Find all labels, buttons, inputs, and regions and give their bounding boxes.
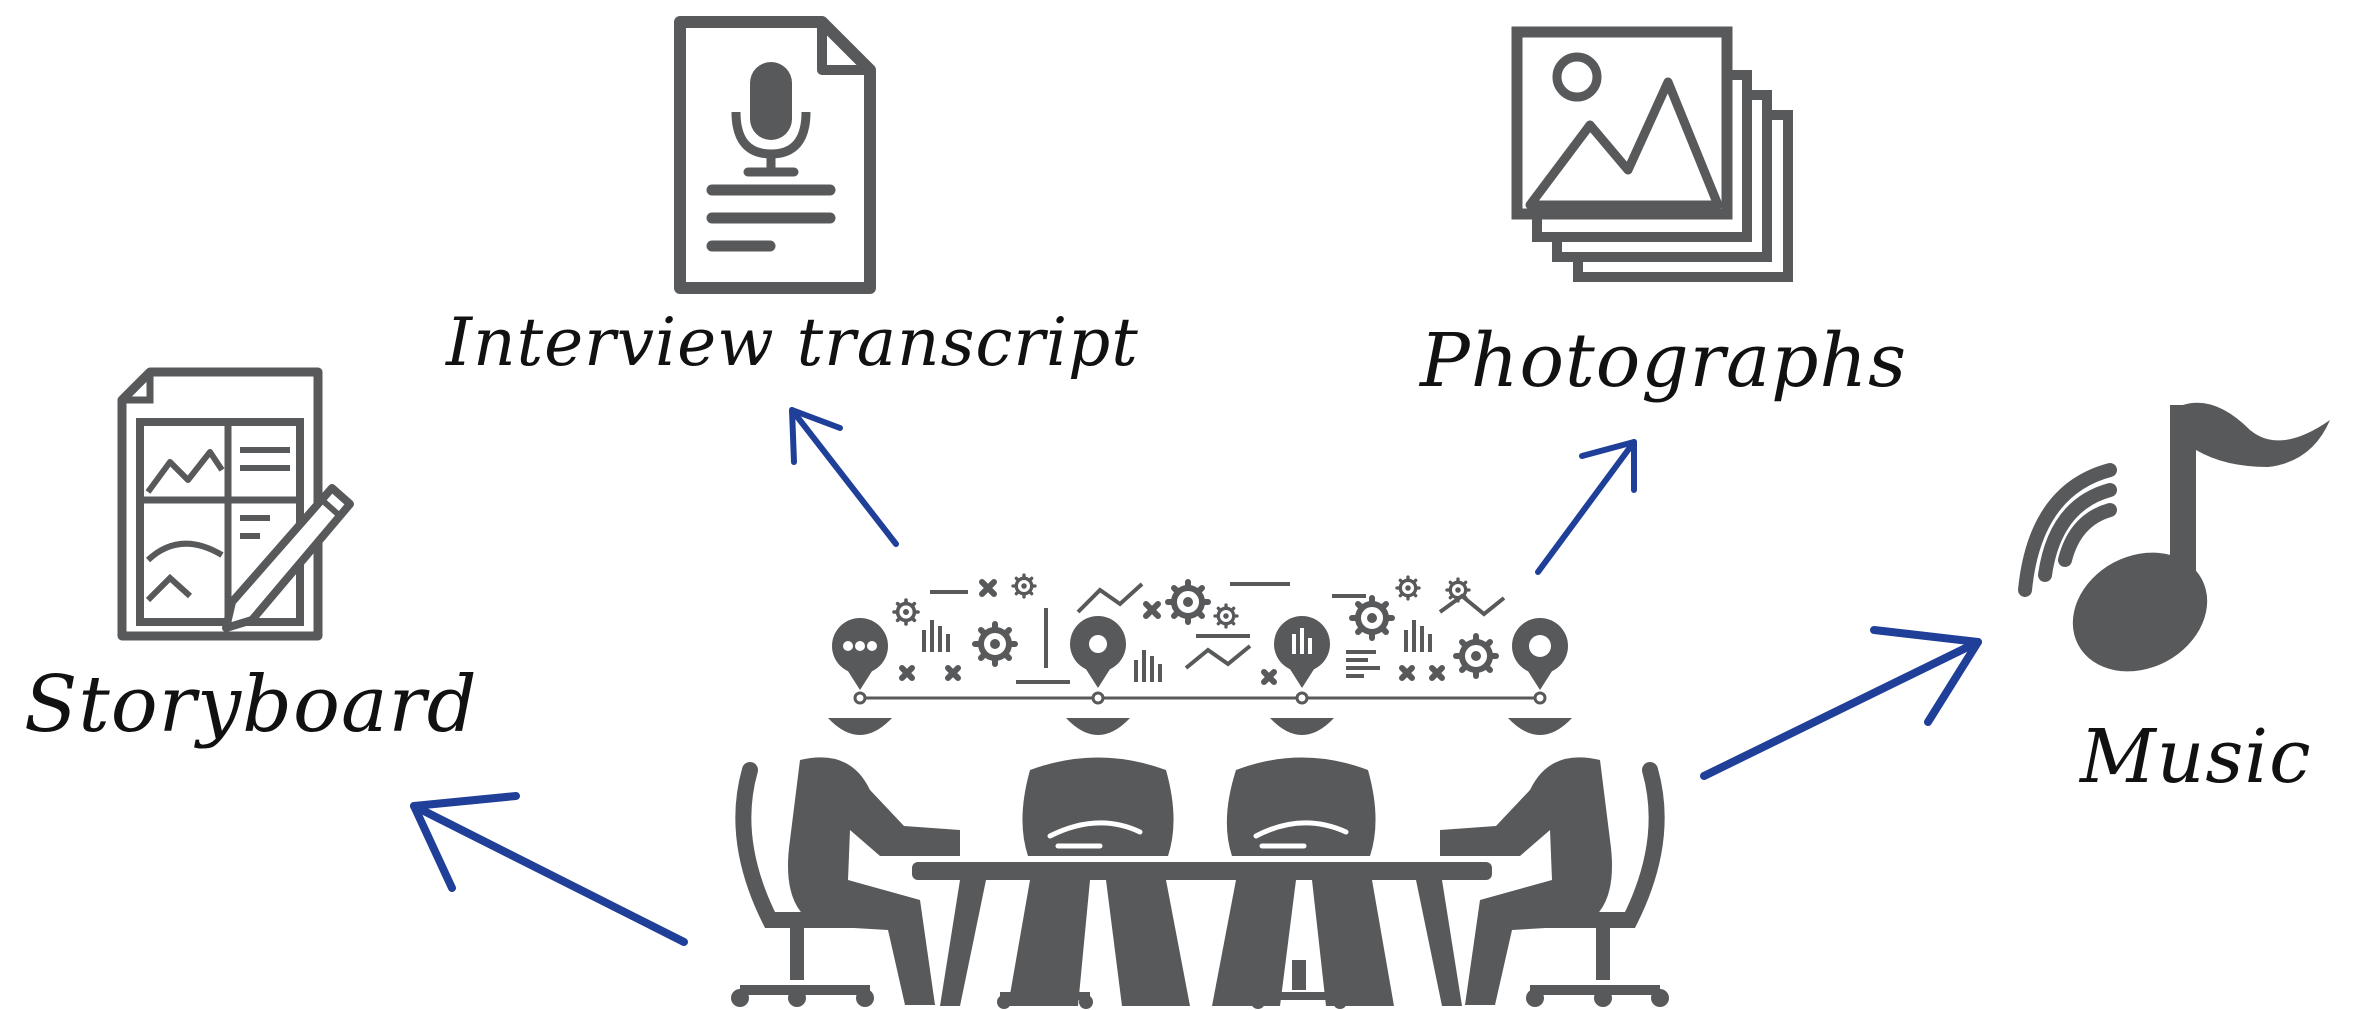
label-interview-transcript: Interview transcript: [446, 304, 1139, 381]
storyboard-icon: [117, 367, 354, 641]
arrow-to-photographs: [1535, 439, 1637, 575]
arrow-to-interview-transcript: [789, 407, 899, 547]
music-note-icon: [2018, 402, 2330, 672]
team-meeting-icon: [731, 573, 1669, 1009]
label-storyboard: Storyboard: [24, 660, 478, 750]
arrow-to-music: [1700, 626, 1982, 780]
label-music: Music: [2080, 714, 2312, 800]
document-microphone-icon: [674, 16, 876, 294]
label-photographs: Photographs: [1420, 318, 1908, 404]
arrow-to-storyboard: [410, 792, 688, 946]
photo-stack-icon: [1511, 26, 1793, 282]
